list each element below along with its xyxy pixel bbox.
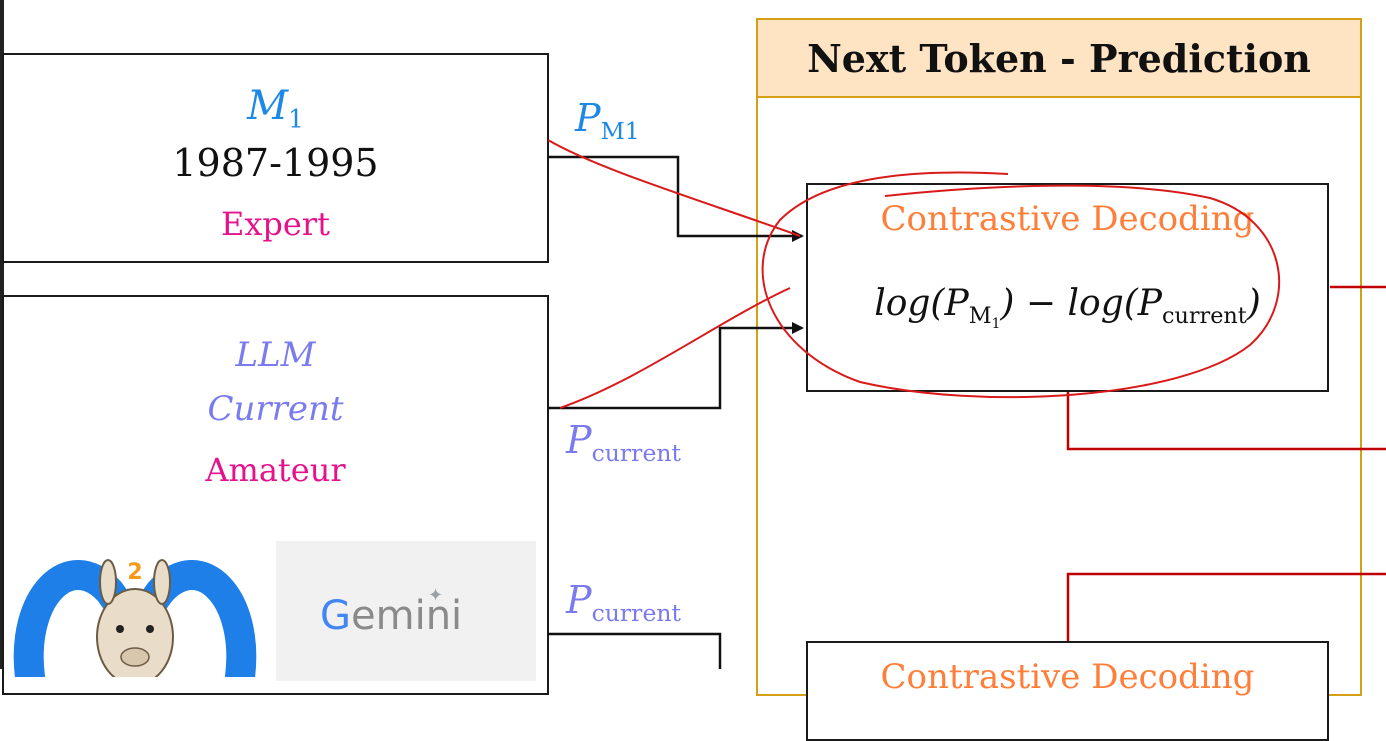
gemini-logo: Gemini ✦ bbox=[276, 541, 536, 681]
amateur-model-box: LLM Current Amateur 2 Gemini ✦ bbox=[2, 295, 549, 695]
amateur-current-label: Current bbox=[207, 389, 344, 429]
expert-model-box: M1 1987-1995 Expert bbox=[2, 53, 549, 263]
contrastive-decoding-title-2: Contrastive Decoding bbox=[880, 657, 1255, 697]
amateur-llm-label: LLM bbox=[235, 335, 316, 375]
contrastive-decoding-box: Contrastive Decoding log(PM1) − log(Pcur… bbox=[806, 183, 1329, 392]
sparkle-icon: ✦ bbox=[428, 585, 444, 606]
meta-llama-logo: 2 bbox=[10, 537, 260, 677]
expert-model-symbol: M1 bbox=[247, 83, 304, 134]
edge-label-p-current-2: Pcurrent bbox=[566, 578, 682, 628]
contrastive-decoding-title: Contrastive Decoding bbox=[880, 199, 1255, 239]
svg-text:2: 2 bbox=[127, 560, 142, 585]
amateur-role-label: Amateur bbox=[205, 451, 346, 489]
edge-label-p-current: Pcurrent bbox=[566, 418, 682, 468]
next-token-prediction-title: Next Token - Prediction bbox=[756, 18, 1362, 98]
contrastive-decoding-box-2: Contrastive Decoding bbox=[806, 641, 1329, 741]
expert-years: 1987-1995 bbox=[172, 141, 379, 185]
amateur-to-lower-decoder-connector bbox=[548, 632, 722, 669]
contrastive-decoding-formula: log(PM1) − log(Pcurrent) bbox=[874, 283, 1261, 332]
expert-role-label: Expert bbox=[221, 205, 330, 243]
edge-label-p-m1: PM1 bbox=[575, 96, 640, 146]
